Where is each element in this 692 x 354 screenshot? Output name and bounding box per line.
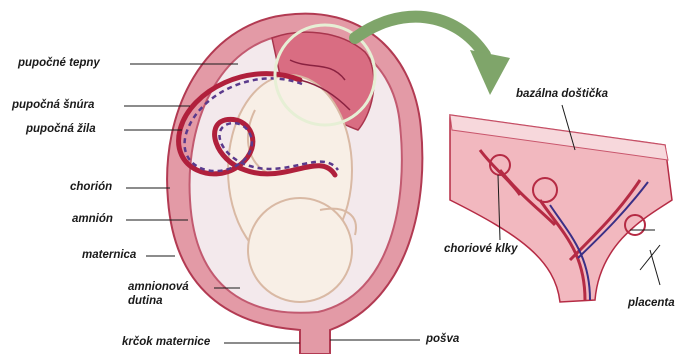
label-umbilical-cord: pupočná šnúra (12, 98, 94, 112)
label-amnion: amnión (72, 212, 113, 226)
label-placenta: placenta (628, 296, 675, 310)
label-chorion: chorión (70, 180, 112, 194)
label-basal-plate: bazálna doštička (516, 87, 608, 101)
label-chorionic-villi: choriové klky (444, 242, 518, 256)
fetus-head (248, 198, 352, 302)
label-cervix: krčok maternice (122, 335, 210, 349)
label-vagina: pošva (426, 332, 459, 346)
label-umbilical-arteries: pupočné tepny (18, 56, 100, 70)
zoom-arrow-head (470, 50, 510, 95)
label-amniotic-cavity: amnionová dutina (128, 280, 212, 308)
label-umbilical-vein: pupočná žila (26, 122, 96, 136)
label-uterus: maternica (82, 248, 136, 262)
